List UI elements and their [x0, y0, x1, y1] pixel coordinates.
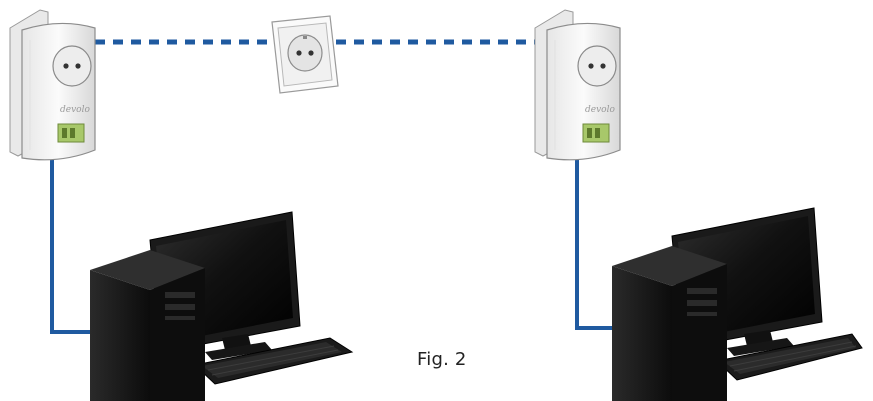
- pc-tower-left: [90, 250, 205, 401]
- keyboard-right: [715, 333, 863, 381]
- pc-tower-right: [612, 246, 727, 401]
- lan-cable-right: [575, 160, 612, 330]
- desktop-computer-left: [90, 211, 354, 401]
- adapter-brand-right: devolo: [585, 105, 615, 115]
- powerline-adapter-left: devolo: [9, 9, 96, 161]
- wall-socket: [271, 15, 339, 94]
- powerline-adapter-right: devolo: [534, 9, 621, 161]
- lan-cable-left: [50, 160, 92, 334]
- figure-caption: Fig. 2: [417, 349, 467, 370]
- desktop-computer-right: [612, 207, 863, 401]
- adapter-brand-left: devolo: [60, 105, 90, 115]
- keyboard-left: [193, 337, 354, 385]
